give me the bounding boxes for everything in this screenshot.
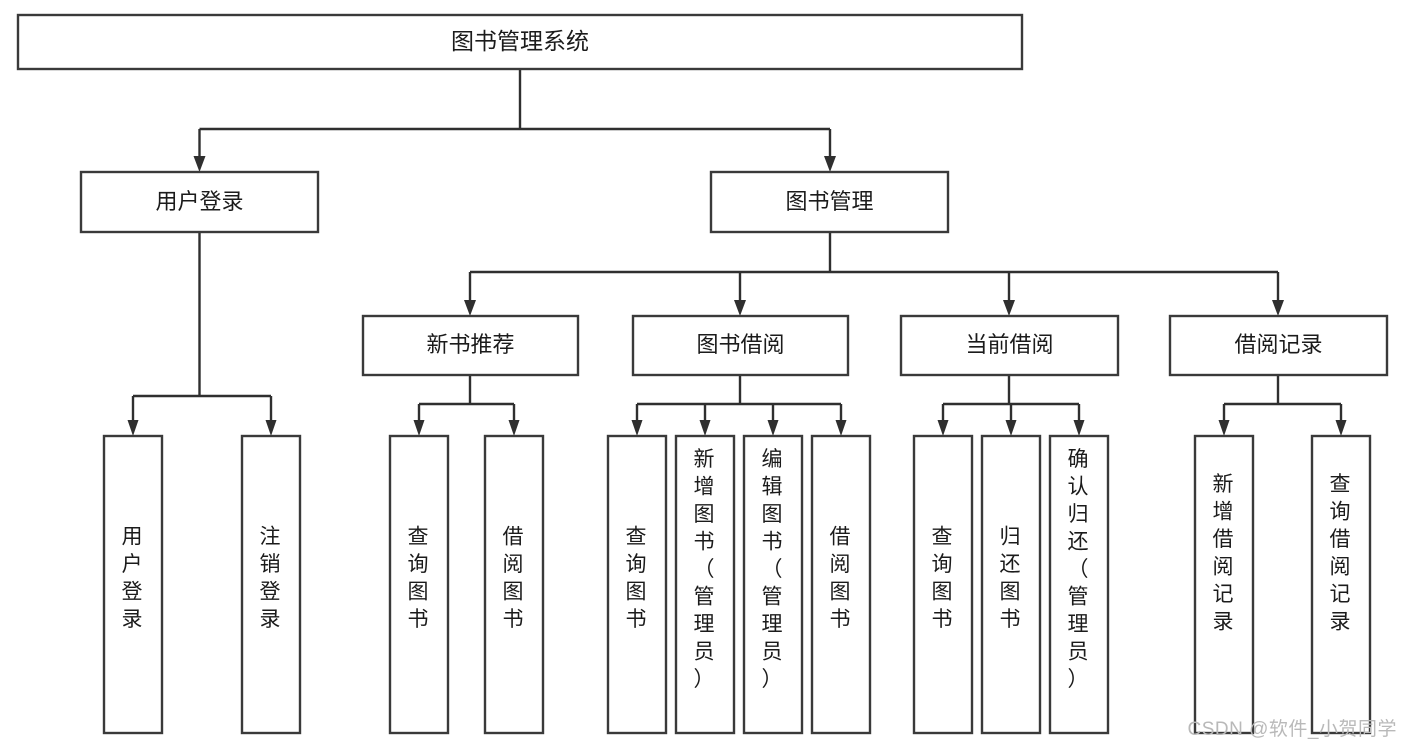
arrow-bm-c4 xyxy=(1272,300,1284,316)
arrow-bb-l4 xyxy=(835,420,847,436)
leaf-node[interactable]: 查询借阅记录 xyxy=(1310,434,1372,735)
arrow-nbr-l2 xyxy=(508,420,520,436)
leaf-node-label: 新增图书（管理员） xyxy=(694,448,717,691)
leaf-node-label: 查询图书 xyxy=(626,525,649,631)
leaf-node-label: 确认归还（管理员） xyxy=(1068,448,1091,691)
leaf-node-box[interactable] xyxy=(483,434,545,735)
leaf-layer: 用户登录 注销登录 查询图书 借阅图书 查询图书 新增图书（管理员） 编辑图书（管理员） 借阅… xyxy=(102,434,1372,735)
leaf-node[interactable]: 借阅图书 xyxy=(810,434,872,735)
leaf-node-box[interactable] xyxy=(102,434,164,735)
leaf-node-box[interactable] xyxy=(240,434,302,735)
arrow-bb-l1 xyxy=(631,420,643,436)
arrow-nbr-l1 xyxy=(413,420,425,436)
leaf-node-label: 新增借阅记录 xyxy=(1213,473,1236,634)
node-user-login[interactable]: 用户登录 xyxy=(79,170,320,234)
node-root-box[interactable] xyxy=(16,13,1024,71)
node-book-borrow-label: 图书借阅 xyxy=(696,332,784,357)
leaf-node-box[interactable] xyxy=(1310,434,1372,735)
leaf-node-label: 归还图书 xyxy=(1000,525,1023,631)
node-new-book-recommend-box[interactable] xyxy=(361,314,580,377)
leaf-node-box[interactable] xyxy=(742,434,804,735)
node-current-borrow-box[interactable] xyxy=(899,314,1120,377)
leaf-node-box[interactable] xyxy=(912,434,974,735)
node-book-manage-label: 图书管理 xyxy=(785,189,873,214)
leaf-node[interactable]: 新增借阅记录 xyxy=(1193,434,1255,735)
arrow-bm-c2 xyxy=(734,300,746,316)
leaf-node[interactable]: 确认归还（管理员） xyxy=(1048,434,1110,735)
leaf-node-label: 查询借阅记录 xyxy=(1330,473,1353,634)
leaf-node[interactable]: 归还图书 xyxy=(980,434,1042,735)
arrow-user-login-l2 xyxy=(265,420,277,436)
leaf-node[interactable]: 借阅图书 xyxy=(483,434,545,735)
leaf-node-label: 查询图书 xyxy=(932,525,955,631)
arrow-root-to-book-manage xyxy=(824,156,836,172)
node-borrow-record-box[interactable] xyxy=(1168,314,1389,377)
node-book-manage-box[interactable] xyxy=(709,170,950,234)
connector-layer xyxy=(127,69,1347,436)
node-borrow-record-label: 借阅记录 xyxy=(1234,332,1322,357)
arrow-bm-c1 xyxy=(464,300,476,316)
leaf-node-box[interactable] xyxy=(388,434,450,735)
node-root-label: 图书管理系统 xyxy=(451,28,589,54)
node-current-borrow-label: 当前借阅 xyxy=(965,332,1053,357)
arrow-user-login-l1 xyxy=(127,420,139,436)
leaf-node[interactable]: 注销登录 xyxy=(240,434,302,735)
arrow-bb-l2 xyxy=(699,420,711,436)
arrow-bm-c3 xyxy=(1003,300,1015,316)
arrow-cb-l3 xyxy=(1073,420,1085,436)
leaf-node[interactable]: 用户登录 xyxy=(102,434,164,735)
leaf-node-label: 编辑图书（管理员） xyxy=(762,448,785,691)
leaf-node[interactable]: 新增图书（管理员） xyxy=(674,434,736,735)
node-borrow-record[interactable]: 借阅记录 xyxy=(1168,314,1389,377)
node-current-borrow[interactable]: 当前借阅 xyxy=(899,314,1120,377)
leaf-node-box[interactable] xyxy=(1048,434,1110,735)
leaf-node[interactable]: 编辑图书（管理员） xyxy=(742,434,804,735)
arrow-root-to-user-login xyxy=(193,156,206,172)
node-root[interactable]: 图书管理系统 xyxy=(16,13,1024,71)
watermark: CSDN @软件_小贺同学 xyxy=(1187,719,1397,740)
leaf-node-box[interactable] xyxy=(810,434,872,735)
leaf-node[interactable]: 查询图书 xyxy=(912,434,974,735)
arrow-br-l1 xyxy=(1218,420,1230,436)
arrow-cb-l2 xyxy=(1005,420,1017,436)
leaf-node[interactable]: 查询图书 xyxy=(388,434,450,735)
node-user-login-box[interactable] xyxy=(79,170,320,234)
node-book-manage[interactable]: 图书管理 xyxy=(709,170,950,234)
node-book-borrow[interactable]: 图书借阅 xyxy=(631,314,850,377)
arrow-bb-l3 xyxy=(767,420,779,436)
arrow-br-l2 xyxy=(1335,420,1347,436)
leaf-node-label: 注销登录 xyxy=(260,525,283,631)
arrow-cb-l1 xyxy=(937,420,949,436)
node-new-book-recommend-label: 新书推荐 xyxy=(426,332,514,357)
leaf-node-label: 查询图书 xyxy=(408,525,431,631)
leaf-node-box[interactable] xyxy=(1193,434,1255,735)
leaf-node-label: 借阅图书 xyxy=(503,525,526,631)
leaf-node-box[interactable] xyxy=(980,434,1042,735)
node-user-login-label: 用户登录 xyxy=(155,189,243,214)
leaf-node-box[interactable] xyxy=(606,434,668,735)
leaf-node-label: 用户登录 xyxy=(122,525,145,631)
node-new-book-recommend[interactable]: 新书推荐 xyxy=(361,314,580,377)
leaf-node-label: 借阅图书 xyxy=(830,525,853,631)
leaf-node[interactable]: 查询图书 xyxy=(606,434,668,735)
leaf-node-box[interactable] xyxy=(674,434,736,735)
node-book-borrow-box[interactable] xyxy=(631,314,850,377)
